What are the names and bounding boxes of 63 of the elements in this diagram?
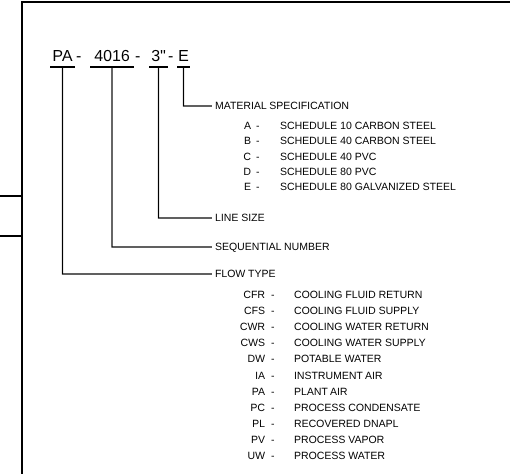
separator-dash: - xyxy=(76,48,82,65)
code-description: COOLING WATER RETURN xyxy=(294,321,429,334)
separator-dash: - xyxy=(256,150,260,163)
code-description: PLANT AIR xyxy=(294,386,348,398)
code-description: SCHEDULE 40 PVC xyxy=(280,150,376,163)
separator-dash: - xyxy=(271,386,274,398)
separator-dash: - xyxy=(271,337,274,350)
leader-caption: LINE SIZE xyxy=(215,212,265,224)
code-abbreviation: IA xyxy=(255,370,265,382)
separator-dash: - xyxy=(271,305,274,318)
code-abbreviation: UW xyxy=(248,450,265,462)
code-abbreviation: PC xyxy=(250,402,265,414)
code-description: SCHEDULE 40 CARBON STEEL xyxy=(280,135,436,148)
code-abbreviation: E xyxy=(244,181,251,194)
code-description: COOLING FLUID SUPPLY xyxy=(294,305,420,318)
code-abbreviation: C xyxy=(243,150,251,163)
leader-line xyxy=(111,68,212,248)
separator-dash: - xyxy=(271,402,274,414)
code-abbreviation: PA xyxy=(252,386,265,398)
code-abbreviation: DW xyxy=(248,353,265,366)
code-segment: 3" xyxy=(149,48,168,68)
separator-dash: - xyxy=(271,353,274,366)
separator-dash: - xyxy=(168,48,174,65)
leader-line xyxy=(62,68,212,275)
separator-dash: - xyxy=(271,434,274,446)
separator-dash: - xyxy=(135,48,140,65)
code-abbreviation: PV xyxy=(250,434,265,446)
separator-dash: - xyxy=(271,418,274,430)
code-segment: 4016 xyxy=(90,48,134,68)
code-description: POTABLE WATER xyxy=(294,353,382,366)
code-abbreviation: PL xyxy=(252,418,265,430)
code-abbreviation: CWS xyxy=(240,337,265,350)
leader-line xyxy=(182,68,212,107)
code-segment: E xyxy=(177,48,190,68)
leader-caption: MATERIAL SPECIFICATION xyxy=(215,100,349,112)
code-description: COOLING FLUID RETURN xyxy=(294,289,422,301)
separator-dash: - xyxy=(271,289,274,301)
separator-dash: - xyxy=(271,321,274,334)
code-description: SCHEDULE 10 CARBON STEEL xyxy=(280,120,436,132)
code-description: RECOVERED DNAPL xyxy=(294,418,398,430)
code-abbreviation: B xyxy=(244,135,251,148)
leader-caption: FLOW TYPE xyxy=(215,268,276,280)
code-description: COOLING WATER SUPPLY xyxy=(294,337,426,350)
separator-dash: - xyxy=(256,181,260,194)
leader-line xyxy=(158,68,212,219)
separator-dash: - xyxy=(256,120,260,132)
code-description: INSTRUMENT AIR xyxy=(294,370,382,382)
separator-dash: - xyxy=(271,450,274,462)
code-abbreviation: CFS xyxy=(244,305,265,318)
separator-dash: - xyxy=(256,166,260,178)
code-description: PROCESS VAPOR xyxy=(294,434,384,446)
code-description: SCHEDULE 80 PVC xyxy=(280,166,376,178)
separator-dash: - xyxy=(256,135,260,148)
code-segment: PA xyxy=(50,48,75,68)
code-abbreviation: CFR xyxy=(243,289,265,301)
code-description: PROCESS CONDENSATE xyxy=(294,402,420,414)
code-description: SCHEDULE 80 GALVANIZED STEEL xyxy=(280,181,456,194)
leader-caption: SEQUENTIAL NUMBER xyxy=(215,241,330,253)
code-abbreviation: CWR xyxy=(240,321,265,334)
code-description: PROCESS WATER xyxy=(294,450,386,462)
code-abbreviation: A xyxy=(244,120,251,132)
code-abbreviation: D xyxy=(243,166,251,178)
separator-dash: - xyxy=(271,370,274,382)
